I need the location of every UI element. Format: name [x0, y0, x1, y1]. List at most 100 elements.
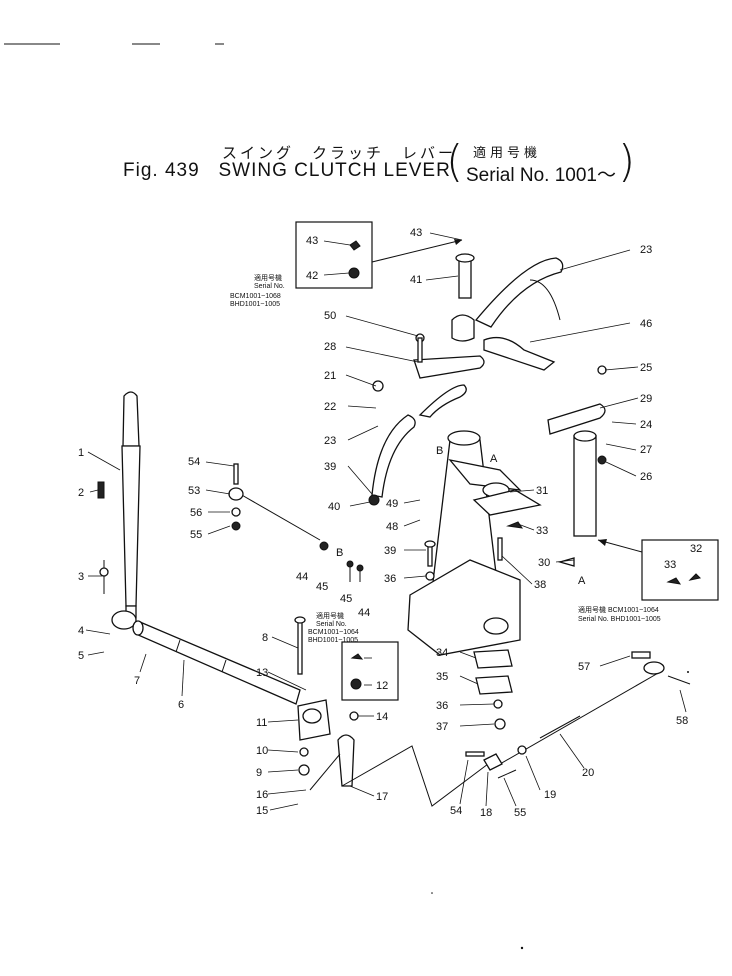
inset-box-c: 適用号機 BCM1001~1064 Serial No. BHD1001~100… — [578, 539, 719, 623]
callout: 45 — [316, 581, 328, 593]
callout: 3 — [78, 571, 84, 583]
callout: 17 — [376, 791, 388, 803]
callout: 5 — [78, 650, 84, 662]
callout: 44 — [296, 571, 308, 583]
callout: 44 — [358, 607, 370, 619]
callout: 23 — [324, 435, 336, 447]
callout: 39 — [384, 545, 396, 557]
callout: 29 — [640, 393, 652, 405]
title-japanese: スイング クラッチ レバー — [222, 144, 457, 162]
callout: 57 — [578, 661, 590, 673]
callout: 25 — [640, 362, 652, 374]
callout: 41 — [410, 274, 422, 286]
callout: 9 — [256, 767, 262, 779]
inset-c-line1: 適用号機 BCM1001~1064 — [578, 605, 659, 614]
scan-specks — [431, 671, 689, 950]
callout: 32 — [690, 543, 702, 555]
callout: 36 — [384, 573, 396, 585]
callout: 58 — [676, 715, 688, 727]
serial-applicability: Serial No. 1001～ — [466, 165, 616, 186]
callout: 35 — [436, 671, 448, 683]
plates — [473, 649, 513, 730]
callout: 28 — [324, 341, 336, 353]
callout: 11 — [256, 717, 267, 729]
inset-a-jp: 適用号機 — [254, 273, 282, 282]
callout: 55 — [190, 529, 202, 541]
callout: 2 — [78, 487, 84, 499]
callout: 42 — [306, 270, 318, 282]
figure-name: SWING CLUTCH LEVER — [218, 160, 451, 181]
inset-c-line2: Serial No. BHD1001~1005 — [578, 616, 661, 623]
callout: 49 — [386, 498, 398, 510]
upper-bracket-assembly — [368, 253, 607, 537]
callout: 16 — [256, 789, 268, 801]
view-marker-a: A — [490, 453, 498, 465]
rod-upper — [228, 463, 329, 551]
applicability-japanese: 適用号機 — [473, 146, 542, 161]
callout: 33 — [664, 559, 676, 571]
callout: 6 — [178, 699, 184, 711]
callout: 30 — [538, 557, 550, 569]
open-paren: ( — [446, 136, 464, 187]
swing-clutch-lever — [97, 391, 141, 630]
callout: 12 — [376, 680, 388, 692]
callout: 31 — [536, 485, 548, 497]
inset-b-serial: Serial No. — [316, 621, 347, 628]
callout: 37 — [436, 721, 448, 733]
column-stand: B A — [407, 430, 542, 656]
callout: 26 — [640, 471, 652, 483]
shaft — [132, 620, 301, 705]
callout: 19 — [544, 789, 556, 801]
callout: 39 — [324, 461, 336, 473]
callout: 40 — [328, 501, 340, 513]
inset-a-line2: BHD1001~1005 — [230, 301, 280, 308]
close-paren: ) — [618, 136, 636, 187]
callout: 50 — [324, 310, 336, 322]
bolt-and-block — [294, 616, 331, 776]
callout: 20 — [582, 767, 594, 779]
callout: 48 — [386, 521, 398, 533]
inset-a-line1: BCM1001~1068 — [230, 293, 281, 300]
lever-arm-linkage — [309, 711, 489, 807]
view-marker-b2: B — [336, 547, 343, 559]
callout: 18 — [480, 807, 492, 819]
inset-a-serial: Serial No. — [254, 283, 285, 290]
callout: 24 — [640, 419, 652, 431]
inset-b-line2: BHD1001~1005 — [308, 637, 358, 644]
callout: 7 — [134, 675, 140, 687]
callout: 1 — [78, 447, 84, 459]
callout: 34 — [436, 647, 448, 659]
figure-number: Fig. 439 — [123, 160, 200, 181]
view-marker-b: B — [436, 445, 443, 457]
callout: 54 — [450, 805, 462, 817]
callout: 21 — [324, 370, 336, 382]
callout: 56 — [190, 507, 202, 519]
callout: 45 — [340, 593, 352, 605]
callout: 15 — [256, 805, 268, 817]
leader-lines — [85, 232, 687, 811]
inset-box-a: 適用号機 Serial No. BCM1001~1068 BHD1001~100… — [230, 221, 463, 308]
figure-title: Fig. 439 SWING CLUTCH LEVER — [123, 160, 451, 182]
callout: 4 — [78, 625, 84, 637]
misc-bolts — [346, 521, 575, 582]
callout: 46 — [640, 318, 652, 330]
view-marker-a2: A — [578, 575, 586, 587]
callout: 33 — [536, 525, 548, 537]
callout: 36 — [436, 700, 448, 712]
callout: 22 — [324, 401, 336, 413]
callout: 10 — [256, 745, 268, 757]
callout: 38 — [534, 579, 546, 591]
callout: 14 — [376, 711, 388, 723]
rod-lower — [465, 651, 691, 779]
inset-b-line1: BCM1001~1064 — [308, 629, 359, 636]
inset-b-jp: 適用号機 — [316, 611, 344, 620]
callout: 23 — [640, 244, 652, 256]
callout: 43 — [410, 227, 422, 239]
callout: 43 — [306, 235, 318, 247]
callout: 55 — [514, 807, 526, 819]
callout: 54 — [188, 456, 200, 468]
inset-box-b: 適用号機 Serial No. BCM1001~1064 BHD1001~100… — [308, 547, 399, 701]
callout: 8 — [262, 632, 268, 644]
callout: 53 — [188, 485, 200, 497]
